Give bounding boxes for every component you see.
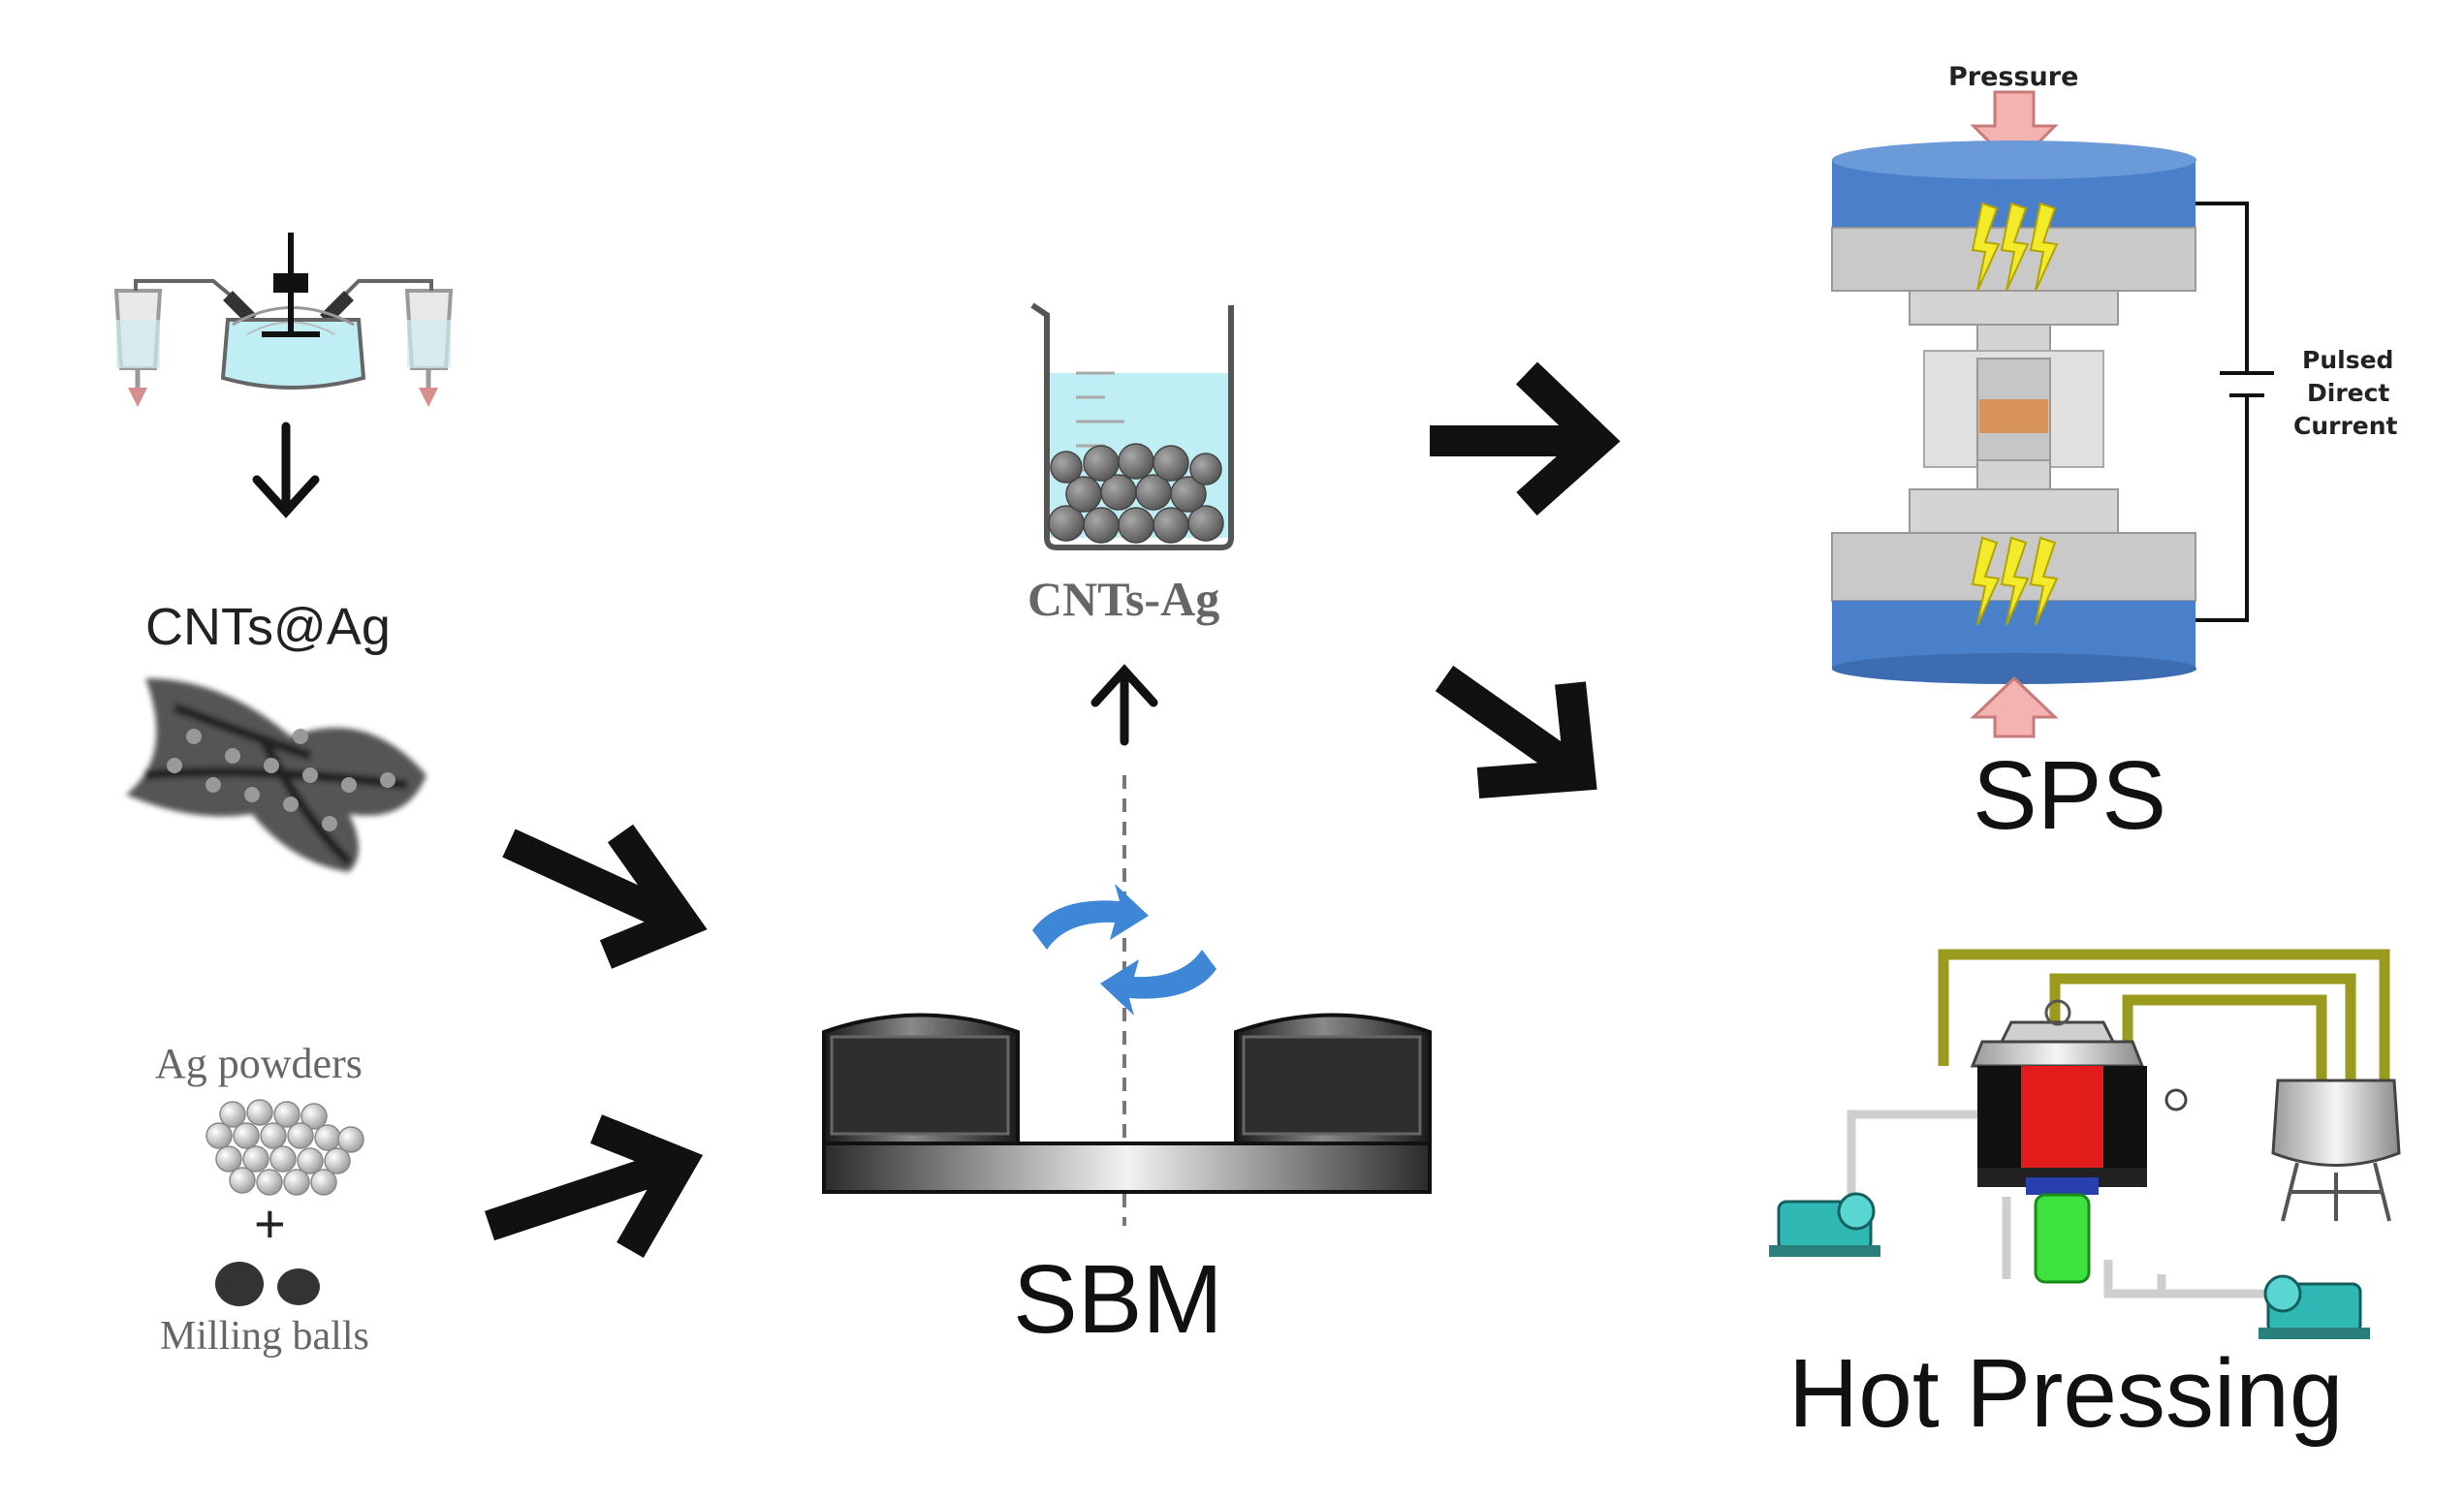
ag-powders-label: Ag powders (155, 1040, 363, 1087)
sbm-label: SBM (1013, 1245, 1223, 1354)
plus-sign: + (254, 1193, 286, 1254)
current-label: Current (2293, 412, 2398, 440)
arrow-to-sps-icon (1430, 361, 1621, 516)
arrow-to-sbm-upper-icon (502, 824, 708, 969)
cnts-ag-label: CNTs-Ag (1027, 572, 1219, 626)
arrow-down-icon (252, 422, 320, 518)
arrow-to-hot-pressing-icon (1435, 665, 1597, 798)
arrow-to-sbm-lower-icon (484, 1114, 704, 1259)
pump-icon (2259, 1274, 2370, 1339)
rotation-arrows-icon (1032, 884, 1216, 1016)
milling-balls-label: Milling balls (160, 1314, 369, 1359)
ag-powders-icon (205, 1099, 364, 1196)
sps-press-icon (1831, 90, 2274, 738)
sps-label: SPS (1973, 741, 2166, 850)
pressure-top-label: Pressure (1948, 62, 2078, 92)
direct-label: Direct (2307, 379, 2389, 407)
cnts-at-ag-cluster-icon (126, 678, 426, 872)
ball-mill-icon (822, 1013, 1432, 1194)
milling-balls-icon (215, 1262, 320, 1306)
reactor-flask-icon (113, 233, 454, 407)
cnts-at-ag-particles (167, 729, 395, 831)
hot-pressing-label: Hot Pressing (1788, 1339, 2343, 1448)
pulsed-label: Pulsed (2302, 346, 2393, 374)
cnts-at-ag-label: CNTs@Ag (145, 598, 391, 656)
pump-icon (1769, 1192, 1880, 1257)
hot-press-system-icon (1769, 949, 2401, 1339)
beaker-icon (1030, 302, 1234, 550)
arrow-up-icon (1090, 664, 1158, 746)
